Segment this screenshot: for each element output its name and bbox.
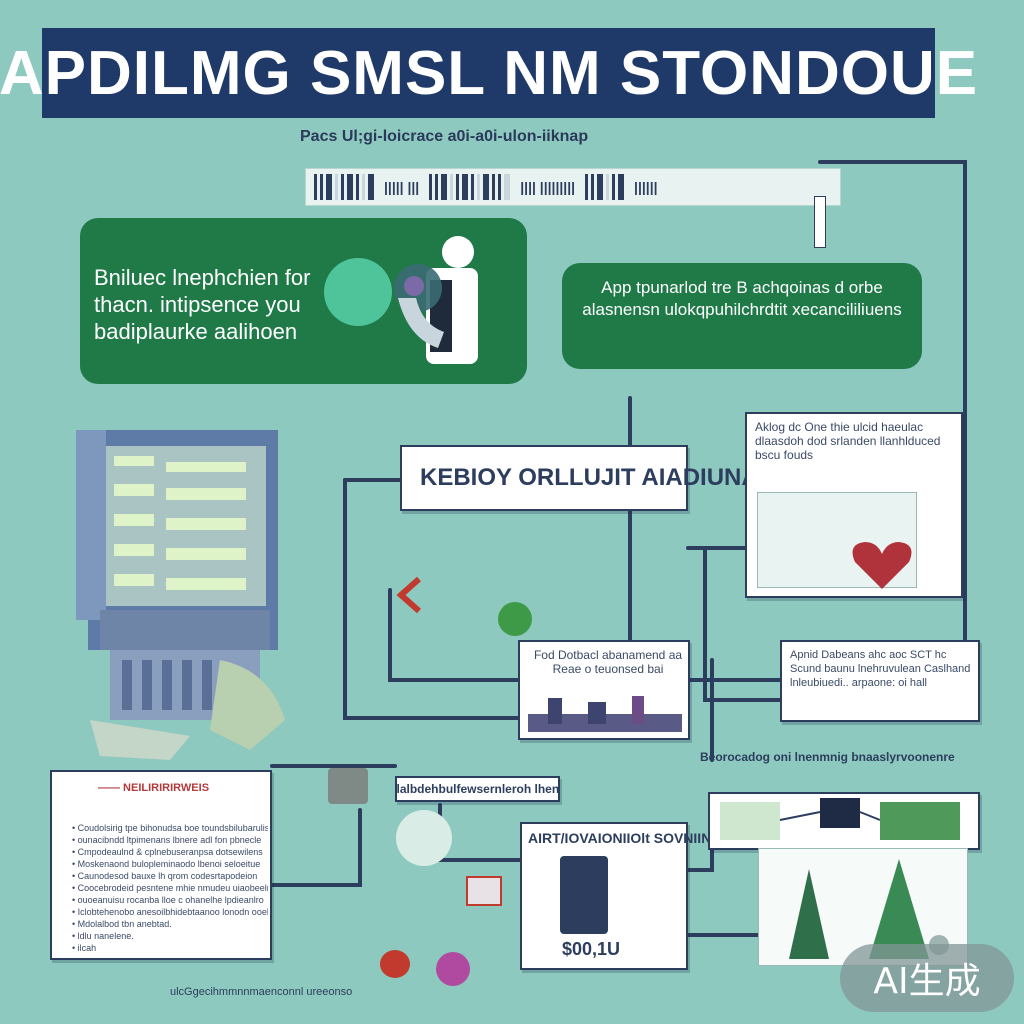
left-info-panel: Bniluec lnephchien for thacn. intipsence… bbox=[80, 218, 527, 384]
info-card-text: Fod Dotbacl abanamend aa Reae o teuonsed… bbox=[533, 648, 683, 676]
process-label: dolalbdehbulfewsernleroh lhenan bbox=[395, 776, 560, 802]
phone-icon bbox=[560, 856, 608, 934]
tool-icon bbox=[380, 950, 410, 978]
green-dot-icon bbox=[498, 602, 532, 636]
right-panel-text: App tpunarlod tre B achqoinas d orbe ala… bbox=[582, 278, 902, 319]
section-header-box: KEBIOY ORLLUJIT AIADIUNAL bbox=[400, 445, 773, 511]
list-item: ounacibndd ltpimenans lbnere adl fon pbn… bbox=[72, 834, 268, 846]
box-icon bbox=[466, 876, 502, 906]
list-item: ouoeanuisu rocanba lloe c ohanelhe lpdie… bbox=[72, 894, 268, 906]
info-card-top-right: Aklog dc One thie ulcid haeulac dlaasdoh… bbox=[745, 412, 963, 598]
barcode-icon bbox=[585, 174, 625, 200]
list-item: Caunodesod bauxe lh qrom codesrtapodeion bbox=[72, 870, 268, 882]
info-card-text: Apnid Dabeans ahc aoc SCT hc Scund baunu… bbox=[790, 649, 971, 689]
barcode-icon bbox=[314, 174, 374, 200]
badge-text: AI生成 bbox=[873, 961, 981, 1002]
circuit-board-card bbox=[708, 792, 980, 850]
flower-icon bbox=[436, 952, 470, 986]
right-info-panel: App tpunarlod tre B achqoinas d orbe ala… bbox=[562, 263, 922, 369]
globe-icon bbox=[396, 810, 452, 866]
device-card: AIRT/IOVAIONIIOlt SOVNIINOlRS $00,1U bbox=[520, 822, 746, 970]
cup-icon bbox=[328, 768, 368, 804]
info-card-text: Aklog dc One thie ulcid haeulac dlaasdoh… bbox=[755, 420, 941, 462]
skyline-illustration bbox=[528, 696, 682, 732]
checklist-header: —— NEILIRIRIRWEIS bbox=[98, 782, 210, 794]
building-illustration bbox=[76, 430, 285, 760]
section-header-label: KEBIOY ORLLUJIT AIADIUNAL bbox=[420, 464, 774, 491]
checklist-card: —— NEILIRIRIRWEIS Coudolsirig tpe bihonu… bbox=[50, 770, 272, 960]
footer-caption: ulcGgecihmmnnmaenconnl ureeonso bbox=[170, 986, 353, 998]
person-with-device-icon bbox=[394, 236, 478, 364]
list-item: Cmpodeaulnd & cplnebuseranpsa dotsewilen… bbox=[72, 846, 268, 858]
circuit-board-illustration bbox=[720, 798, 960, 840]
arrow-left-icon bbox=[396, 576, 421, 614]
label-strip-item: ||||| ||| bbox=[384, 179, 420, 195]
list-item: ldlu nanelene. bbox=[72, 930, 268, 942]
left-panel-text: Bniluec lnephchien for thacn. intipsence… bbox=[94, 265, 311, 344]
list-item: ilcah bbox=[72, 942, 268, 954]
checklist: Coudolsirig tpe bihonudsa boe toundsbilu… bbox=[72, 822, 268, 954]
page-title: APDILMG SMSL NM STONDOUE bbox=[0, 38, 979, 108]
info-card-center: Fod Dotbacl abanamend aa Reae o teuonsed… bbox=[518, 640, 690, 740]
list-item: Iclobtehenobo anesoilbhidebtaanoo lonodn… bbox=[72, 906, 268, 918]
list-item: Coocebrodeid pesntene mhie nmudeu uiaobe… bbox=[72, 882, 268, 894]
barcode-icon bbox=[429, 174, 511, 200]
pen-icon bbox=[814, 196, 826, 248]
label-strip: ||||| ||| |||| ||||||||| |||||| bbox=[305, 168, 841, 206]
device-card-price: $00,1U bbox=[562, 939, 621, 959]
label-strip-item: |||| ||||||||| bbox=[520, 179, 576, 195]
device-card-title: AIRT/IOVAIONIIOlt SOVNIINOlRS bbox=[528, 830, 746, 846]
ai-generated-badge: AI生成 bbox=[840, 944, 1014, 1012]
list-item: Coudolsirig tpe bihonudsa boe toundsbilu… bbox=[72, 822, 268, 834]
heart-icon bbox=[852, 542, 912, 589]
title-bar: APDILMG SMSL NM STONDOUE bbox=[0, 28, 977, 118]
circle-icon bbox=[324, 258, 392, 326]
list-item: Moskenaond bulopleminaodo lbenoi seloeit… bbox=[72, 858, 268, 870]
info-card-mid-right: Apnid Dabeans ahc aoc SCT hc Scund baunu… bbox=[780, 640, 980, 722]
subtitle: Pacs Ul;gi-loicrace a0i-a0i-ulon-iiknap bbox=[300, 128, 589, 145]
label-strip-item: |||||| bbox=[634, 179, 658, 195]
board-label: Beorocadog oni lnenmnig bnaaslyrvoonenre bbox=[700, 750, 955, 764]
list-item: Mdolalbod tbn anebtad. bbox=[72, 918, 268, 930]
